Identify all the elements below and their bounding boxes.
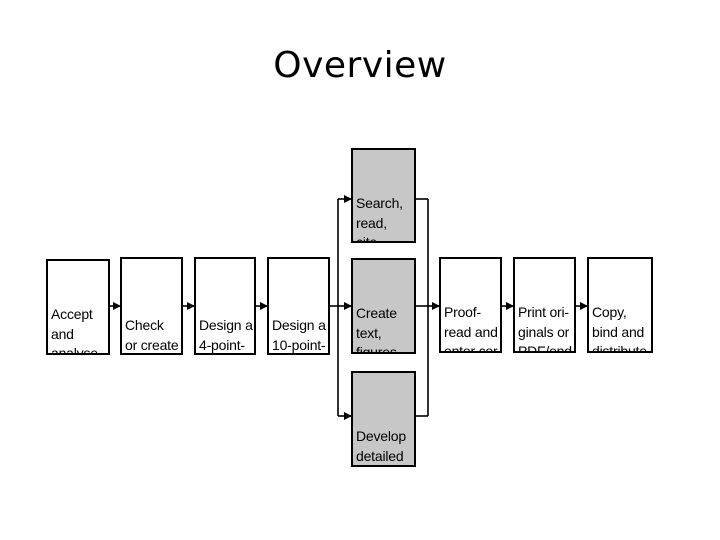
box-design-10-point: Design a 10-point- structure	[267, 257, 330, 355]
box-proofread: Proof- read and enter cor- rections	[439, 257, 502, 353]
box-proofread-label: Proof- read and enter cor- rections	[444, 304, 502, 353]
box-search-literature: Search, read, cite literature	[351, 148, 416, 243]
box-print-originals: Print ori- ginals or PDF/end check	[513, 257, 576, 353]
box-design-10-point-label: Design a 10-point- structure	[272, 317, 326, 353]
box-copy-distribute: Copy, bind and distribute report	[587, 257, 653, 353]
box-print-originals-label: Print ori- ginals or PDF/end check	[518, 304, 572, 353]
box-develop-structure-label: Develop detailed structure	[356, 428, 406, 464]
box-accept-label: Accept and analyse the task	[51, 306, 98, 355]
box-develop-structure: Develop detailed structure	[351, 371, 416, 467]
box-design-4-point-label: Design a 4-point- structure	[199, 317, 253, 353]
box-accept: Accept and analyse the task	[46, 259, 110, 355]
page-title: Overview	[273, 45, 447, 86]
box-check-label: Check or create the title	[125, 317, 179, 353]
box-search-literature-label: Search, read, cite literature	[356, 195, 403, 243]
box-create-content: Create text, figures, tables	[351, 258, 416, 354]
box-create-content-label: Create text, figures, tables	[356, 305, 401, 354]
box-design-4-point: Design a 4-point- structure	[194, 257, 256, 355]
box-copy-distribute-label: Copy, bind and distribute report	[592, 304, 647, 353]
box-check: Check or create the title	[120, 257, 183, 355]
